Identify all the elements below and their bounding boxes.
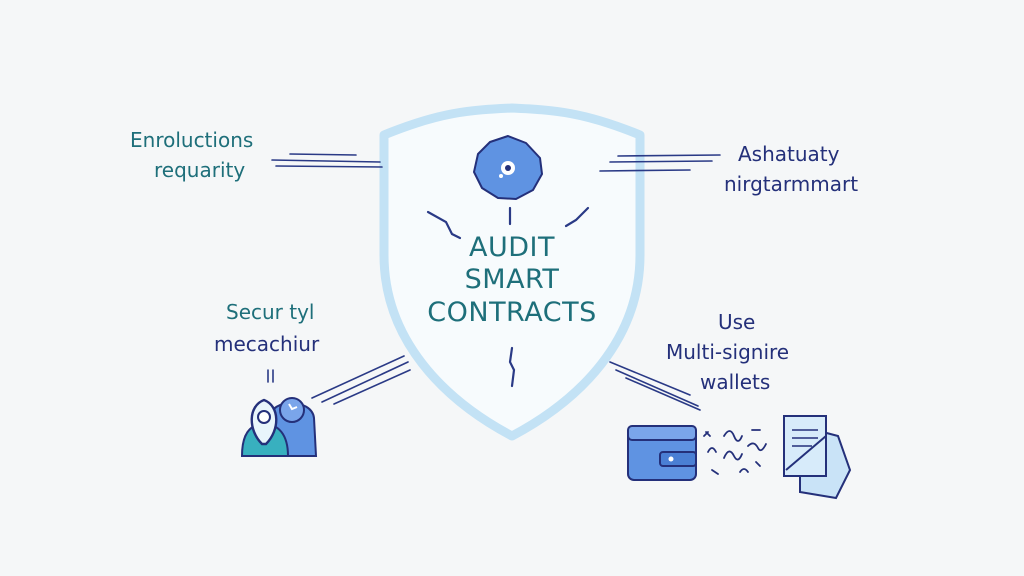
shield-outline (379, 103, 645, 441)
signature-squiggle-icon (703, 429, 767, 475)
label-mid-left-line-1: Secur tyl (226, 300, 315, 324)
label-mid-right-line-2: Multi-signire (666, 340, 790, 364)
label-top-left-line-2: requarity (154, 158, 246, 182)
connector-lines (267, 153, 721, 411)
center-title-line-2: SMART (464, 264, 560, 296)
user-location-icon (240, 397, 318, 457)
gear-badge-icon (473, 135, 543, 200)
document-icon (783, 415, 852, 500)
label-mid-right-line-3: wallets (700, 370, 771, 394)
center-title: AUDIT SMART CONTRACTS (412, 232, 612, 329)
wallet-icon (627, 425, 697, 481)
label-top-right-line-2: nirgtarmmart (724, 172, 859, 196)
label-mid-right-line-1: Use (718, 310, 756, 334)
center-title-line-1: AUDIT (469, 232, 555, 263)
center-rays (426, 206, 590, 388)
label-top-left-line-1: Enroluctions (130, 128, 254, 152)
label-top-right-line-1: Ashatuaty (738, 142, 840, 166)
center-title-line-3: CONTRACTS (427, 296, 597, 328)
label-mid-left-line-2: mecachiur (214, 332, 320, 356)
